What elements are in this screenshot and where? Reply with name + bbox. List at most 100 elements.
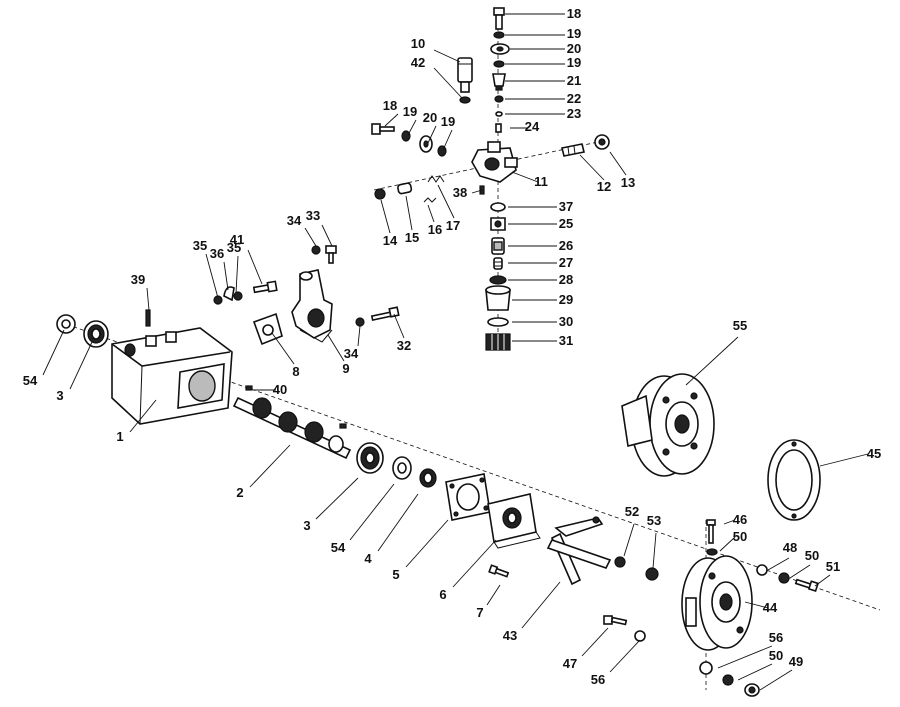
washer-50-right: [778, 572, 790, 584]
part-label-25: 25: [559, 216, 573, 231]
part-label-55: 55: [733, 318, 747, 333]
leader-line-35: [205, 253, 219, 299]
part-label-47: 47: [563, 656, 577, 671]
bolt-32: [370, 306, 400, 321]
spring-17: [427, 175, 445, 183]
part-label-33: 33: [306, 208, 320, 223]
part-label-56: 56: [769, 630, 783, 645]
screw-7: [488, 564, 510, 578]
leader-line-53: [652, 532, 657, 569]
clip-36: [223, 286, 235, 302]
key-40-a: [245, 385, 253, 391]
part-label-15: 15: [405, 230, 419, 245]
leader-line-2: [249, 444, 291, 488]
part-label-34: 34: [287, 213, 302, 228]
part-label-24: 24: [525, 119, 540, 134]
part-label-35: 35: [227, 240, 241, 255]
washer-35-b: [233, 291, 243, 301]
part-label-19: 19: [567, 26, 581, 41]
part-label-54: 54: [331, 540, 346, 555]
leader-line-15: [405, 195, 413, 231]
stud-39: [145, 309, 151, 327]
part-label-19: 19: [567, 55, 581, 70]
leader-lines: [42, 13, 869, 691]
leader-line-50: [789, 564, 811, 579]
part-label-10: 10: [411, 36, 425, 51]
leader-line-56: [717, 645, 773, 669]
part-label-53: 53: [647, 513, 661, 528]
washer-52: [614, 556, 626, 568]
leader-line-43: [521, 581, 561, 629]
leader-line-17: [437, 184, 455, 219]
part-label-19: 19: [441, 114, 455, 129]
seal-37: [490, 202, 506, 212]
nut-53: [645, 567, 659, 581]
bolt-18-side: [371, 123, 395, 135]
washer-34-side: [355, 317, 365, 327]
leader-line-41: [247, 249, 263, 285]
cap-13: [594, 134, 610, 150]
leader-line-52: [623, 523, 635, 557]
ring-23: [495, 111, 503, 117]
part-label-12: 12: [597, 179, 611, 194]
part-label-5: 5: [392, 567, 399, 582]
bolt-33: [325, 245, 337, 264]
part-label-44: 44: [763, 600, 778, 615]
leader-line-48: [767, 557, 790, 571]
part-label-52: 52: [625, 504, 639, 519]
leader-line-44: [744, 601, 769, 609]
leader-line-39: [146, 287, 150, 311]
leader-line-5: [405, 519, 449, 568]
leader-line-38: [471, 189, 483, 194]
bolt-51: [794, 578, 820, 593]
leader-line-6: [452, 539, 497, 588]
leader-line-16: [427, 204, 435, 223]
bolt-18-top: [493, 7, 505, 30]
part-label-2: 2: [236, 485, 243, 500]
cover-plate-6: [487, 493, 541, 549]
crankcase-1: [111, 327, 233, 425]
disc-assembly-44: [681, 555, 753, 651]
part-label-23: 23: [567, 106, 581, 121]
washer-35-a: [213, 295, 223, 305]
leader-line-14: [380, 199, 391, 234]
gasket-5: [445, 473, 491, 521]
part-label-3: 3: [303, 518, 310, 533]
leader-line-3: [69, 341, 93, 390]
banjo-20-top: [490, 43, 510, 55]
leader-line-51: [814, 574, 831, 587]
part-label-39: 39: [131, 272, 145, 287]
part-label-54: 54: [23, 373, 38, 388]
washer-50-top: [706, 548, 718, 556]
leader-line-55: [685, 336, 739, 386]
washer-19-mid: [493, 60, 505, 68]
washer-56-left: [634, 630, 646, 642]
part-label-50: 50: [805, 548, 819, 563]
part-label-56: 56: [591, 672, 605, 687]
leader-line-12: [579, 154, 605, 181]
leader-line-54: [349, 483, 395, 541]
bolt-46: [706, 519, 716, 544]
leader-line-50: [737, 663, 773, 681]
plunger-15: [397, 182, 413, 195]
part-label-29: 29: [559, 292, 573, 307]
part-label-50: 50: [733, 529, 747, 544]
nut-49: [744, 683, 760, 697]
washer-54-right: [392, 456, 412, 480]
part-label-48: 48: [783, 540, 797, 555]
part-label-51: 51: [826, 559, 840, 574]
part-label-18: 18: [383, 98, 397, 113]
linkage-43: [546, 516, 612, 586]
leader-line-1: [129, 399, 157, 433]
bearing-3-left: [83, 320, 109, 348]
washer-22: [494, 95, 504, 103]
part-label-26: 26: [559, 238, 573, 253]
leader-line-54: [42, 329, 65, 376]
part-label-27: 27: [559, 255, 573, 270]
part-label-22: 22: [567, 91, 581, 106]
leader-line-49: [759, 669, 793, 691]
leader-line-3: [315, 477, 359, 520]
washer-54-left: [56, 314, 76, 334]
leader-line-19: [407, 119, 417, 136]
